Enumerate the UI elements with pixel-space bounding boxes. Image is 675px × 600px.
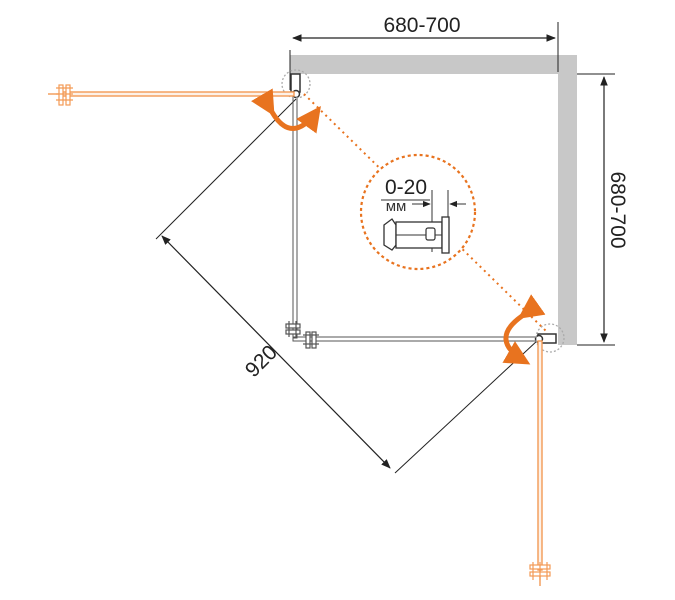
left-door xyxy=(48,84,295,106)
handle-icon xyxy=(56,84,73,106)
handle-icon xyxy=(285,321,301,337)
right-door xyxy=(529,340,551,586)
left-door-leaf xyxy=(61,91,295,97)
top-dimension: 680-700 xyxy=(289,14,559,90)
handle-icon xyxy=(529,562,551,580)
right-dimension: 680-700 xyxy=(577,73,629,346)
handle-icon xyxy=(303,331,319,349)
adjustment-unit-label: мм xyxy=(386,198,407,215)
corner-highlight-bottom-right xyxy=(535,323,565,353)
right-wall xyxy=(558,55,577,345)
diagonal-dimension: 920 xyxy=(155,98,539,474)
diagonal-label: 920 xyxy=(241,341,282,382)
adjustment-range-label: 0-20 xyxy=(385,176,427,199)
right-depth-label: 680-700 xyxy=(606,171,629,248)
walls xyxy=(290,55,577,345)
top-wall xyxy=(290,55,577,74)
curved-double-arrow-icon xyxy=(502,294,546,365)
curved-double-arrow-icon xyxy=(251,88,321,134)
right-door-leaf xyxy=(537,340,543,571)
top-width-label: 680-700 xyxy=(383,14,460,37)
bottom-fixed-panel xyxy=(292,336,538,342)
adjustment-detail-callout: 0-20 мм xyxy=(359,153,477,271)
